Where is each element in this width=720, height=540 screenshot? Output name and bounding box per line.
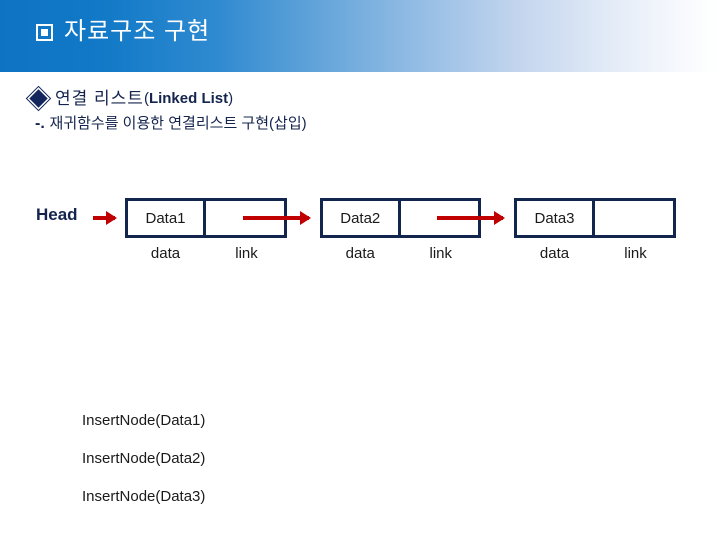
list-item: InsertNode(Data3) xyxy=(82,488,206,505)
subheading-paren-close: ) xyxy=(228,90,234,107)
node-1-link-caption: link xyxy=(235,244,258,262)
list-node-1: Data1 xyxy=(125,198,287,238)
header-banner: 자료구조 구현 xyxy=(0,0,720,72)
subheading-paren-open: ( xyxy=(143,90,149,107)
node-3-data-caption: data xyxy=(539,244,570,262)
list-item: InsertNode(Data2) xyxy=(82,450,206,467)
node-3-link-cell xyxy=(595,201,673,235)
filled-square-bullet-icon xyxy=(36,23,53,41)
node-3-captions: data link xyxy=(514,243,676,263)
head-pointer-label: Head xyxy=(36,205,78,224)
list-item: InsertNode(Data1) xyxy=(82,412,206,429)
diamond-bullet-icon xyxy=(29,89,48,108)
link-arrow-1-to-2-icon xyxy=(243,211,311,225)
list-node-3: Data3 xyxy=(514,198,676,238)
node-2-data-cell: Data2 xyxy=(323,201,401,235)
node-1-data-caption: data xyxy=(150,244,181,262)
subheading-line-1: 연결 리스트 ( Linked List ) xyxy=(29,89,307,108)
link-arrow-2-to-3-icon xyxy=(437,211,505,225)
subheading-detail-label: 재귀함수를 이용한 연결리스트 구현(삽입) xyxy=(49,115,307,132)
head-arrow-icon xyxy=(93,211,117,225)
subheading-english-label: Linked List xyxy=(148,90,229,107)
node-3-link-caption: link xyxy=(624,244,647,262)
node-2-data-caption: data xyxy=(345,244,375,262)
page-title: 자료구조 구현 xyxy=(64,18,211,45)
subheading-line-2: -. 재귀함수를 이용한 연결리스트 구현(삽입) xyxy=(35,114,307,132)
node-2-captions: data link xyxy=(320,243,481,263)
insert-call-list: InsertNode(Data1) InsertNode(Data2) Inse… xyxy=(82,413,205,527)
node-3-data-cell: Data3 xyxy=(517,201,595,235)
subheading-dash: -. xyxy=(35,115,45,132)
header-title-group: 자료구조 구현 xyxy=(36,20,210,44)
node-1-data-cell: Data1 xyxy=(128,201,206,235)
node-1-captions: data link xyxy=(125,243,287,263)
subheading-block: 연결 리스트 ( Linked List ) -. 재귀함수를 이용한 연결리스… xyxy=(29,89,307,132)
node-2-link-caption: link xyxy=(429,244,452,262)
subheading-korean-label: 연결 리스트 xyxy=(55,89,144,108)
